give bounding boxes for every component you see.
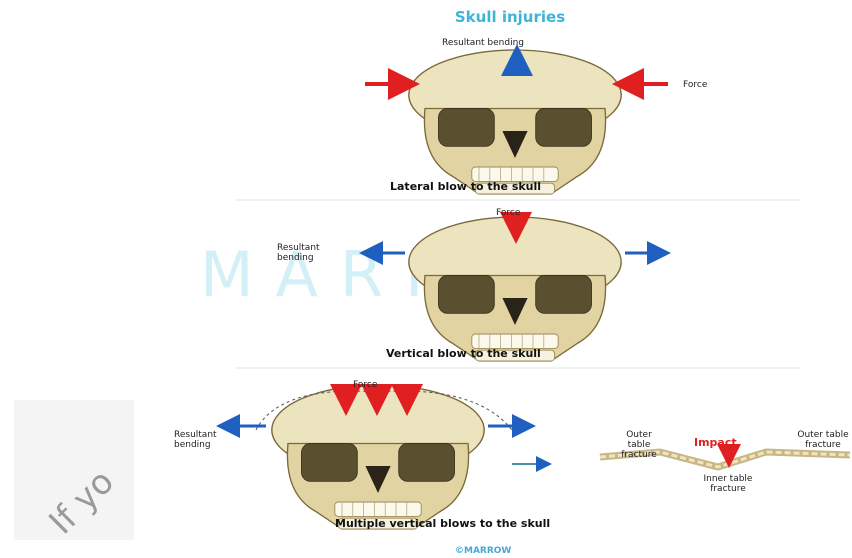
label-force-2: Force bbox=[496, 208, 520, 218]
caption-multiple: Multiple vertical blows to the skull bbox=[335, 517, 550, 530]
label-resultant-bending-top: Resultant bending bbox=[442, 38, 524, 48]
label-force-3: Force bbox=[353, 380, 377, 390]
skull-vertical bbox=[409, 217, 621, 361]
footer-copyright: ©MARROW bbox=[455, 546, 511, 556]
label-force-1: Force bbox=[683, 80, 707, 90]
label-outer-table-left: Outer table fracture bbox=[614, 430, 664, 460]
label-impact: Impact bbox=[694, 436, 737, 449]
stamp-overlay: If yo bbox=[14, 400, 164, 550]
caption-lateral: Lateral blow to the skull bbox=[390, 180, 541, 193]
label-outer-table-right: Outer table fracture bbox=[796, 430, 850, 450]
skull-lateral bbox=[409, 50, 621, 194]
label-inner-table: Inner table fracture bbox=[700, 474, 756, 494]
label-resultant-bending-3: Resultant bending bbox=[174, 430, 246, 450]
caption-vertical: Vertical blow to the skull bbox=[386, 347, 541, 360]
label-resultant-bending-2: Resultant bending bbox=[277, 243, 357, 263]
